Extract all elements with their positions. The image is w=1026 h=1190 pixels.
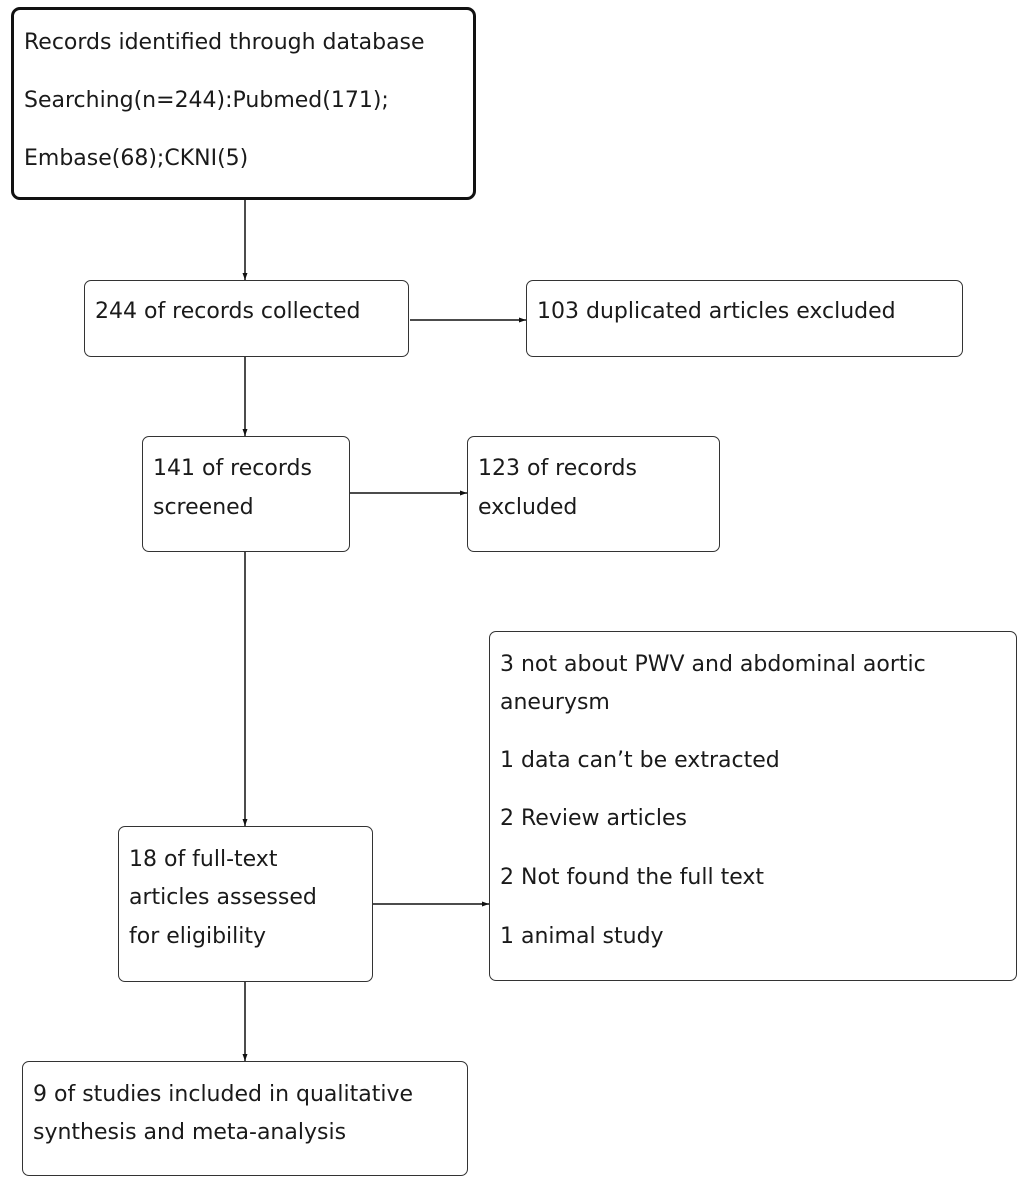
studies-included-line-1: 9 of studies included in qualitative — [33, 1082, 414, 1107]
records-identified-line-2: Searching(n=244):Pubmed(171); — [24, 88, 389, 113]
records-screened-box: 141 of records screened — [142, 436, 350, 552]
records-collected-line-1: 244 of records collected — [95, 299, 361, 324]
records-identified-box: Records identified through database Sear… — [11, 7, 476, 200]
records-identified-line-1: Records identified through database — [24, 30, 425, 55]
duplicates-excluded-line-1: 103 duplicated articles excluded — [537, 299, 896, 324]
fulltext-assessed-line-3: for eligibility — [129, 924, 267, 949]
exclusion-reason-line-1: 3 not about PWV and abdominal aortic — [500, 652, 926, 677]
fulltext-assessed-line-1: 18 of full-text — [129, 847, 278, 872]
exclusion-reason-line-6: 1 animal study — [500, 924, 664, 949]
records-identified-line-3: Embase(68);CKNI(5) — [24, 146, 249, 171]
records-collected-box: 244 of records collected — [84, 280, 409, 357]
records-excluded-line-1: 123 of records — [478, 456, 637, 481]
records-excluded-box: 123 of records excluded — [467, 436, 720, 552]
fulltext-assessed-line-2: articles assessed — [129, 885, 317, 910]
records-screened-line-1: 141 of records — [153, 456, 312, 481]
studies-included-line-2: synthesis and meta-analysis — [33, 1120, 347, 1145]
studies-included-box: 9 of studies included in qualitative syn… — [22, 1061, 468, 1176]
fulltext-exclusions-box: 3 not about PWV and abdominal aortic ane… — [489, 631, 1017, 981]
duplicates-excluded-box: 103 duplicated articles excluded — [526, 280, 963, 357]
exclusion-reason-line-2: aneurysm — [500, 690, 610, 715]
exclusion-reason-line-3: 1 data can’t be extracted — [500, 748, 780, 773]
exclusion-reason-line-5: 2 Not found the full text — [500, 865, 764, 890]
records-screened-line-2: screened — [153, 495, 254, 520]
exclusion-reason-line-4: 2 Review articles — [500, 806, 687, 831]
fulltext-assessed-box: 18 of full-text articles assessed for el… — [118, 826, 373, 982]
records-excluded-line-2: excluded — [478, 495, 578, 520]
